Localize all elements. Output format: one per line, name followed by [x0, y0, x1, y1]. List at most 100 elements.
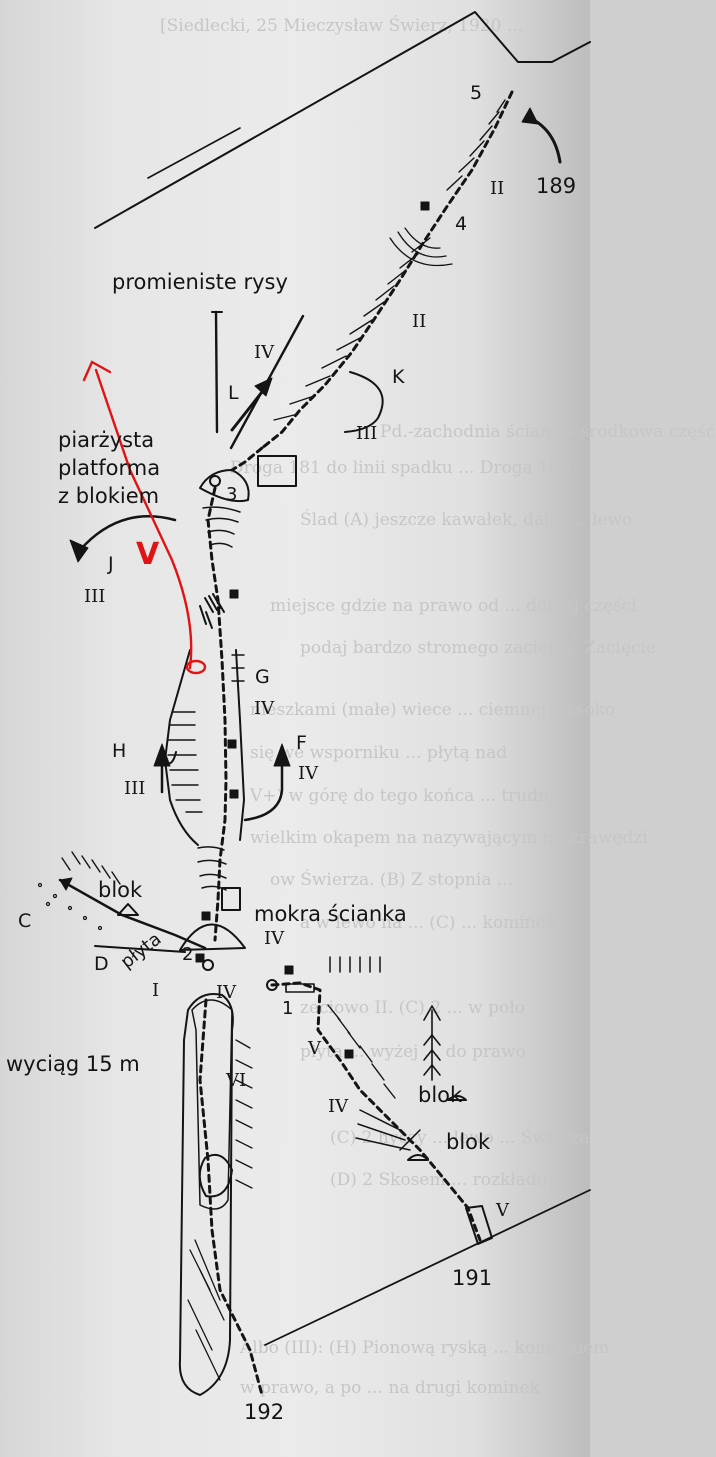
arrow-189 [528, 116, 562, 164]
right-hatch-g [231, 654, 245, 682]
block-right-1 [407, 1154, 429, 1161]
red-route-line [94, 368, 193, 670]
route-label-189: 189 [536, 174, 577, 198]
grade-iv-f: IV [298, 763, 319, 784]
grade-v-bottom: V [496, 1200, 509, 1221]
ghost-line: miejsce gdzie na prawo od ... dolnej czę… [270, 596, 637, 616]
red-circle-mark [185, 659, 207, 675]
ghost-line: a w lewo na ... (C) ... kominek [300, 913, 556, 933]
belay-label-5: 5 [470, 82, 483, 104]
block-upper-left-shape [117, 903, 139, 916]
left-wall-hatch [167, 711, 203, 813]
block-right-2 [447, 1095, 467, 1101]
arrow-j-head [69, 539, 89, 563]
radial-arc-marks-belay4 [389, 227, 453, 267]
branch-c-arrowhead [59, 877, 73, 891]
ghost-line: się we wsporniku ... płytą nad [250, 743, 508, 763]
route-topo-drawing [37, 11, 591, 1397]
ghost-line: V+) w górę do tego końca ... trudny [250, 786, 559, 806]
gully-hatch [187, 1039, 253, 1381]
bottom-v-slab [465, 1205, 493, 1245]
belay-ring-2 [202, 959, 214, 971]
label-pitch-length: wyciąg 15 m [6, 1052, 140, 1076]
branch-d-line [94, 945, 186, 953]
arrow-l [230, 390, 264, 432]
ghost-line: zeciowo II. (C) 2 ... w poło [300, 998, 525, 1018]
variant-label-f: F [296, 732, 307, 754]
scree-dots-left [37, 882, 103, 931]
arrow-f [243, 750, 284, 822]
label-block-upper-left: blok [98, 878, 143, 902]
radial-crack-line-1 [214, 310, 219, 434]
upper-right-hatch [329, 956, 381, 973]
ghost-line: wielkim okapem na nazywającym na krawędz… [250, 828, 648, 848]
gully-vi-inner [191, 999, 233, 1210]
variant-label-g: G [255, 666, 270, 688]
red-arrowhead [82, 360, 112, 382]
bleed-through-text: [Siedlecki, 25 Mieczysław Świerz, 1920 .… [0, 0, 590, 1457]
label-radial-cracks: promieniste rysy [112, 270, 288, 294]
belay-label-3: 3 [226, 484, 238, 505]
k-buttress-outline [344, 371, 384, 433]
ridge-inner-line [147, 127, 241, 179]
arrow-f-head [273, 743, 291, 767]
gully-vi-outline [178, 993, 234, 1396]
ghost-line: Droga 181 do linii spadku ... Droga 190 [230, 458, 571, 478]
wet-wall-ribs [197, 846, 227, 891]
base-line-right [264, 1189, 591, 1346]
grade-iv-right: IV [328, 1096, 349, 1117]
grade-iv-mid: IV [216, 982, 237, 1003]
topo-figure: [Siedlecki, 25 Mieczysław Świerz, 1920 .… [0, 0, 591, 1457]
left-hatch-c [61, 851, 121, 885]
grade-iii-h: III [124, 778, 146, 799]
route-to-platform [230, 446, 264, 472]
grade-v-right: V [308, 1038, 321, 1059]
variant-label-j: J [108, 553, 114, 575]
grade-iii-k: III [356, 423, 378, 444]
ridge-outline [94, 11, 591, 229]
label-wet-wall: mokra ścianka [254, 902, 407, 926]
scree-platform [199, 469, 250, 503]
ghost-line: ow Świerza. (B) Z stopnia ... [270, 870, 514, 890]
branch-c-line [58, 878, 207, 950]
belay-ring-3 [209, 475, 221, 487]
belay-label-2: 2 [182, 944, 194, 965]
variant-label-l: L [228, 382, 239, 404]
ghost-line: nieszkami (małe) wiece ... ciemnej wysok… [250, 700, 616, 720]
ghost-line: (D) 2 Skosem ... rozkładu [330, 1170, 548, 1190]
upper-crack-hatching [273, 99, 506, 421]
label-platform-line2: platforma [58, 456, 161, 480]
ghost-line: [Siedlecki, 25 Mieczysław Świerz, 1920 .… [160, 16, 524, 36]
right-route-dashed [270, 981, 482, 1242]
left-wall-outline [164, 649, 199, 846]
route-label-192: 192 [244, 1400, 285, 1424]
arrow-189-head [521, 107, 539, 125]
ledge-belay1 [285, 983, 315, 993]
block-outline-box [257, 455, 297, 487]
wet-wall-box [221, 887, 241, 911]
variant-label-c: C [18, 910, 32, 932]
ghost-line: w prawo, a po ... na drugi kominek [240, 1378, 540, 1398]
hatch-band-middle [199, 593, 225, 629]
label-platform-line3: z blokiem [58, 484, 160, 508]
red-grade-v: V [136, 537, 160, 572]
ghost-line: Ślad (A) jeszcze kawałek, dalej ... lewo [300, 510, 633, 530]
ghost-line: Albo (III): (H) Pionową ryską ... komink… [240, 1338, 610, 1358]
label-block-lower-1: blok [418, 1083, 463, 1107]
lower-right-ribs [355, 1109, 421, 1151]
variant-label-k: K [392, 366, 405, 388]
right-crack-hatching [327, 1004, 396, 1099]
right-wall-outline [235, 649, 245, 841]
upper-route-dashed [260, 90, 514, 450]
grade-iii-j: III [84, 586, 106, 607]
belay-label-4: 4 [455, 213, 468, 235]
ghost-line: Pd.-zachodnia ściana – środkowa część [380, 422, 716, 442]
arrow-h-head [153, 743, 171, 767]
feather-arrow-right [423, 1005, 441, 1081]
chockstone [198, 1154, 233, 1198]
belay-label-1: 1 [282, 998, 294, 1019]
grade-i-left: I [152, 980, 160, 1001]
label-block-lower-2: blok [446, 1130, 491, 1154]
ghost-line: podaj bardzo stromego zacięcia. Zacięcie [300, 638, 657, 658]
grade-iv-l: IV [254, 342, 275, 363]
